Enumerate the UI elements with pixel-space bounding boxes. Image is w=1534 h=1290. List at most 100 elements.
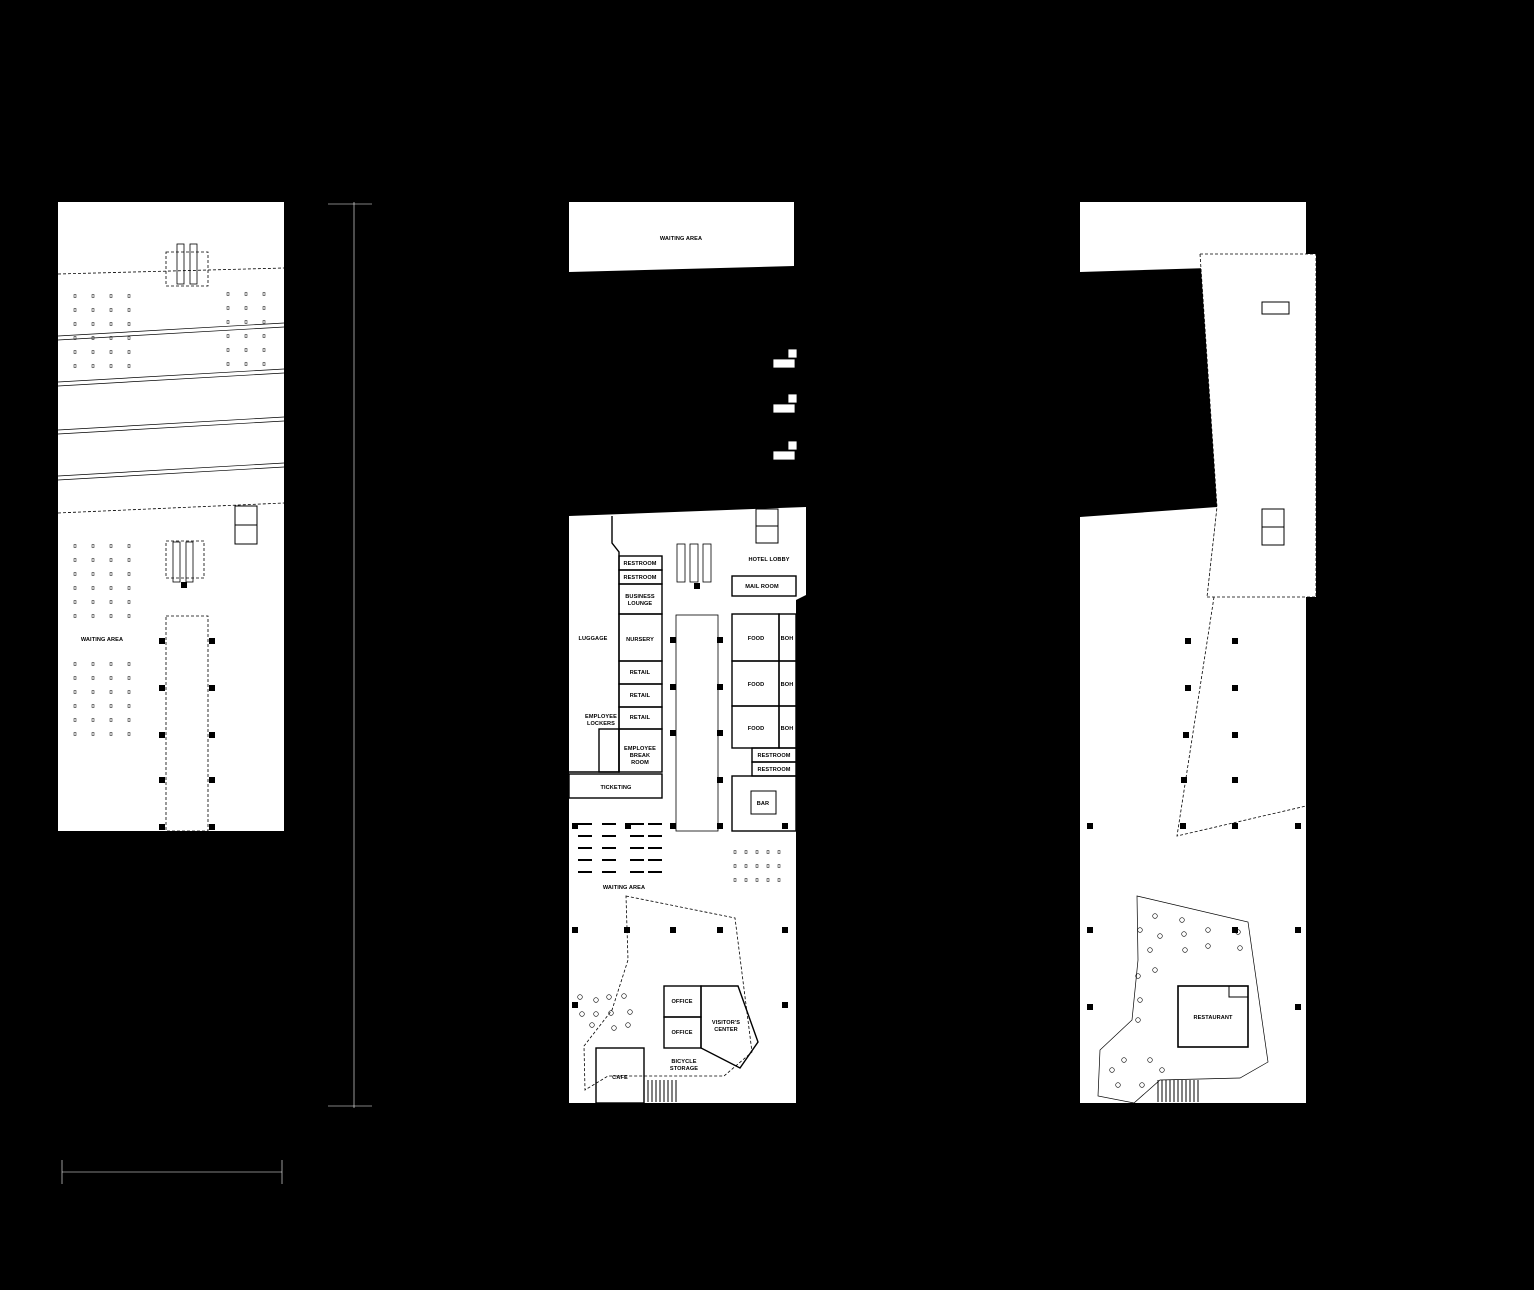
seat-marker xyxy=(777,864,781,868)
middle-elevator xyxy=(755,508,779,544)
table-marker xyxy=(1205,927,1211,933)
column xyxy=(1087,823,1093,829)
bench xyxy=(630,835,644,837)
bench xyxy=(602,847,616,849)
seat-marker xyxy=(91,586,95,590)
seat-marker xyxy=(777,878,781,882)
seat-marker xyxy=(226,348,230,352)
column xyxy=(782,1002,788,1008)
seat-marker xyxy=(91,558,95,562)
seat-marker xyxy=(109,294,113,298)
column xyxy=(1295,823,1301,829)
bench xyxy=(630,823,644,825)
seat-marker xyxy=(91,322,95,326)
business-lounge-label: LOUNGE xyxy=(628,601,653,607)
seat-marker xyxy=(127,572,131,576)
seat-marker xyxy=(73,586,77,590)
hotel-lobby-label: HOTEL LOBBY xyxy=(748,557,789,563)
seat-marker xyxy=(262,362,266,366)
column xyxy=(1232,685,1238,691)
middle-columns xyxy=(572,637,788,1008)
seat-marker xyxy=(127,294,131,298)
column xyxy=(670,927,676,933)
middle-top-waiting-block xyxy=(569,202,794,272)
boh-label: BOH xyxy=(781,726,794,732)
cafe-label: CAFE xyxy=(612,1075,628,1081)
middle-dashed-outline xyxy=(583,895,753,1091)
retail-label: RETAIL xyxy=(630,693,651,699)
column xyxy=(717,684,723,690)
seat-marker xyxy=(109,308,113,312)
seat-marker xyxy=(73,558,77,562)
table-marker xyxy=(1179,917,1185,923)
left-waiting-area-label: WAITING AREA xyxy=(81,637,123,643)
seat-marker xyxy=(244,320,248,324)
seat-marker xyxy=(91,704,95,708)
seat-marker xyxy=(262,348,266,352)
table-marker xyxy=(1137,997,1143,1003)
right-stair-marker xyxy=(1261,301,1290,315)
seat-marker xyxy=(262,306,266,310)
seat-marker xyxy=(755,850,759,854)
seat-marker xyxy=(91,662,95,666)
table-marker xyxy=(1157,933,1163,939)
middle-central-counter xyxy=(675,614,719,832)
seat-marker xyxy=(733,878,737,882)
seat-marker xyxy=(127,718,131,722)
table-marker xyxy=(577,994,583,1000)
seat-marker xyxy=(127,690,131,694)
bench xyxy=(578,871,592,873)
seat-marker xyxy=(755,878,759,882)
column xyxy=(1232,638,1238,644)
column xyxy=(670,637,676,643)
right-columns xyxy=(1087,638,1301,1010)
nursery-label: NURSERY xyxy=(626,637,654,643)
right-bicycle-racks xyxy=(1157,1080,1199,1102)
left-columns xyxy=(159,638,215,830)
bicycle-storage-label: BICYCLE xyxy=(671,1059,696,1065)
column xyxy=(209,685,215,691)
column xyxy=(1295,1004,1301,1010)
table-marker xyxy=(625,1022,631,1028)
table-marker xyxy=(1159,1067,1165,1073)
table-marker xyxy=(1181,931,1187,937)
left-escalator-top xyxy=(176,243,198,285)
seat-marker xyxy=(777,850,781,854)
bench xyxy=(578,859,592,861)
column xyxy=(717,927,723,933)
table-marker xyxy=(1135,1017,1141,1023)
left-seating-markers xyxy=(73,292,266,736)
seat-marker xyxy=(109,676,113,680)
office-label: OFFICE xyxy=(671,1030,692,1036)
bar-label: BAR xyxy=(757,801,769,807)
boh-label: BOH xyxy=(781,636,794,642)
table-marker xyxy=(608,1010,614,1016)
employee-lockers-label: LOCKERS xyxy=(587,721,615,727)
luggage-label: LUGGAGE xyxy=(579,636,608,642)
table-marker xyxy=(1182,947,1188,953)
table-marker xyxy=(1137,927,1143,933)
seat-marker xyxy=(127,704,131,708)
seat-marker xyxy=(226,320,230,324)
seat-marker xyxy=(262,320,266,324)
column xyxy=(670,823,676,829)
seat-marker xyxy=(109,732,113,736)
seat-marker xyxy=(73,732,77,736)
seat-marker xyxy=(733,850,737,854)
bench xyxy=(602,859,616,861)
column xyxy=(209,732,215,738)
column xyxy=(209,777,215,783)
column xyxy=(670,684,676,690)
seat-marker xyxy=(73,308,77,312)
employee-break-room-label: EMPLOYEE xyxy=(624,746,656,752)
seat-marker xyxy=(109,600,113,604)
employee-break-room-label: BREAK xyxy=(630,753,650,759)
employee-break-room-label: ROOM xyxy=(631,760,649,766)
bench xyxy=(602,871,616,873)
seat-marker xyxy=(766,878,770,882)
column xyxy=(1232,777,1238,783)
column xyxy=(572,1002,578,1008)
seat-marker xyxy=(244,362,248,366)
seat-marker xyxy=(91,544,95,548)
middle-bicycle-racks xyxy=(647,1080,677,1102)
